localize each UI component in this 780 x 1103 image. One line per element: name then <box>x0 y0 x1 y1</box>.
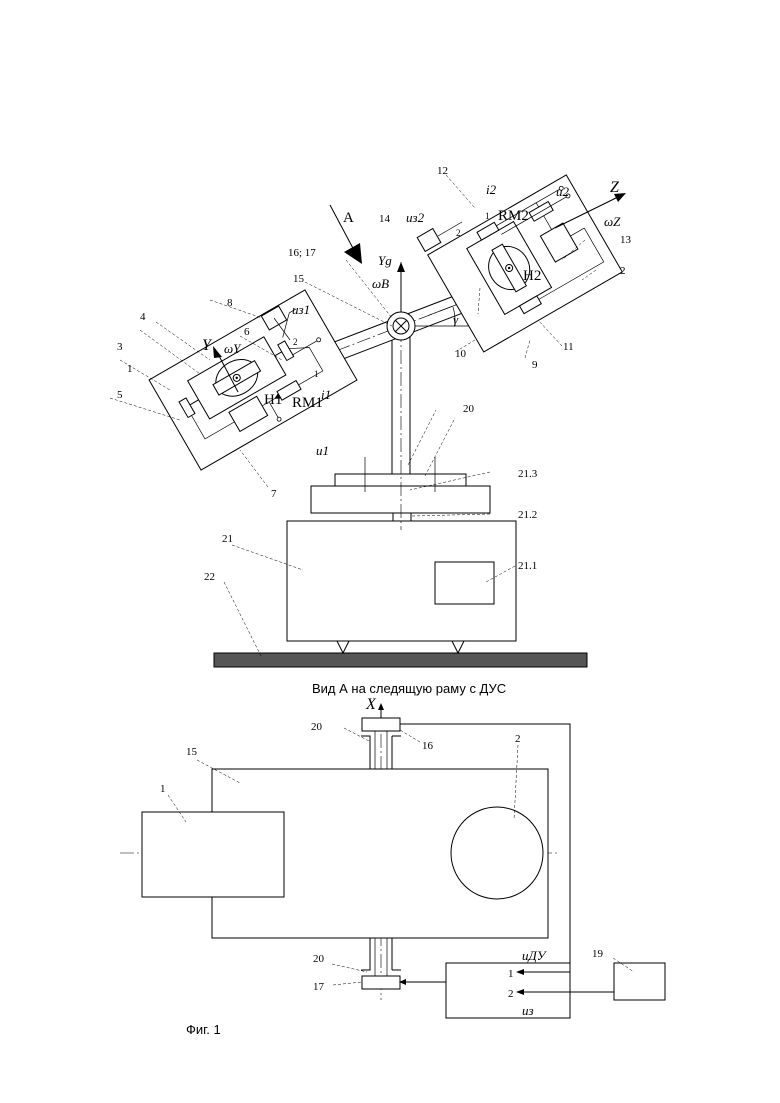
callout-16-17: 16; 17 <box>288 247 316 259</box>
left-pin-1: 1 <box>314 369 319 379</box>
block-19 <box>614 963 665 1000</box>
callout-17: 17 <box>313 981 325 993</box>
rm2-label: RM2 <box>498 208 529 224</box>
i2-label: i2 <box>486 182 497 197</box>
amp-pin-2: 2 <box>508 988 514 1000</box>
disc-2 <box>451 807 543 899</box>
callout-21: 21 <box>222 533 233 545</box>
rm1-label: RM1 <box>292 395 323 411</box>
omega-y-label: ωY <box>224 341 242 356</box>
u-z-label: uз <box>522 1003 534 1018</box>
callout-4: 4 <box>140 311 146 323</box>
right-pin-2: 2 <box>456 228 461 238</box>
callout-1-upper: 1 <box>127 363 133 375</box>
figure-caption: Фиг. 1 <box>186 1022 221 1037</box>
callout-3: 3 <box>117 341 123 353</box>
lower-view: X 1 15 2 20 16 19 20 17 1 2 u <box>120 696 665 1018</box>
callout-5: 5 <box>117 389 123 401</box>
yg-axis-label: Yg <box>378 253 392 268</box>
upper-view: 4 3 1 5 7 6 8 15 16; 17 12 14 13 2 11 10… <box>110 165 632 667</box>
z-axis-label: Z <box>610 179 620 196</box>
left-pin-2: 2 <box>293 337 298 347</box>
callout-16: 16 <box>422 740 434 752</box>
callout-12: 12 <box>437 165 448 177</box>
sensor-17 <box>362 976 400 989</box>
callout-15-lower: 15 <box>186 746 198 758</box>
callout-20-top: 20 <box>311 721 323 733</box>
callout-1-lower: 1 <box>160 783 166 795</box>
callout-19: 19 <box>592 948 604 960</box>
sensor-16 <box>362 718 400 731</box>
x-axis-label: X <box>365 696 377 713</box>
callout-21-1: 21.1 <box>518 560 537 572</box>
u1-label: u1 <box>316 443 329 458</box>
callout-6: 6 <box>244 326 250 338</box>
callout-21-3: 21.3 <box>518 468 538 480</box>
callout-13: 13 <box>620 234 632 246</box>
callout-2-upper: 2 <box>620 265 626 277</box>
turntable-lower <box>311 486 490 513</box>
uz1-label: uз1 <box>292 302 310 317</box>
callout-11: 11 <box>563 341 574 353</box>
callout-15: 15 <box>293 273 305 285</box>
u2-label: u2 <box>556 184 570 199</box>
h2-label: H2 <box>523 268 541 284</box>
view-title: Вид А на следящую раму с ДУС <box>312 681 506 696</box>
callout-21-2: 21.2 <box>518 509 537 521</box>
callout-22: 22 <box>204 571 215 583</box>
indicator-panel <box>435 562 494 604</box>
u-du-label: uДУ <box>522 948 548 963</box>
callout-14: 14 <box>379 213 391 225</box>
turntable-upper <box>335 474 466 486</box>
support-feet <box>337 641 464 653</box>
callout-10: 10 <box>455 348 467 360</box>
omega-b-label: ωB <box>372 276 389 291</box>
callout-20-bottom: 20 <box>313 953 325 965</box>
callout-7: 7 <box>271 488 277 500</box>
callout-2-lower: 2 <box>515 733 521 745</box>
right-pin-1: 1 <box>485 211 490 221</box>
base-plate <box>214 653 587 667</box>
gamma-label: γ <box>453 312 459 327</box>
omega-z-label: ωZ <box>604 214 621 229</box>
amp-pin-1: 1 <box>508 968 514 980</box>
sensor-14 <box>417 229 441 252</box>
view-a-label: A <box>343 210 354 226</box>
block-1 <box>142 812 284 897</box>
h1-label: H1 <box>264 392 282 408</box>
callout-20-upper: 20 <box>463 403 475 415</box>
coupling <box>393 513 411 521</box>
uz2-label: uз2 <box>406 210 425 225</box>
i1-label: i1 <box>321 387 331 402</box>
callout-8: 8 <box>227 297 233 309</box>
callout-9: 9 <box>532 359 538 371</box>
